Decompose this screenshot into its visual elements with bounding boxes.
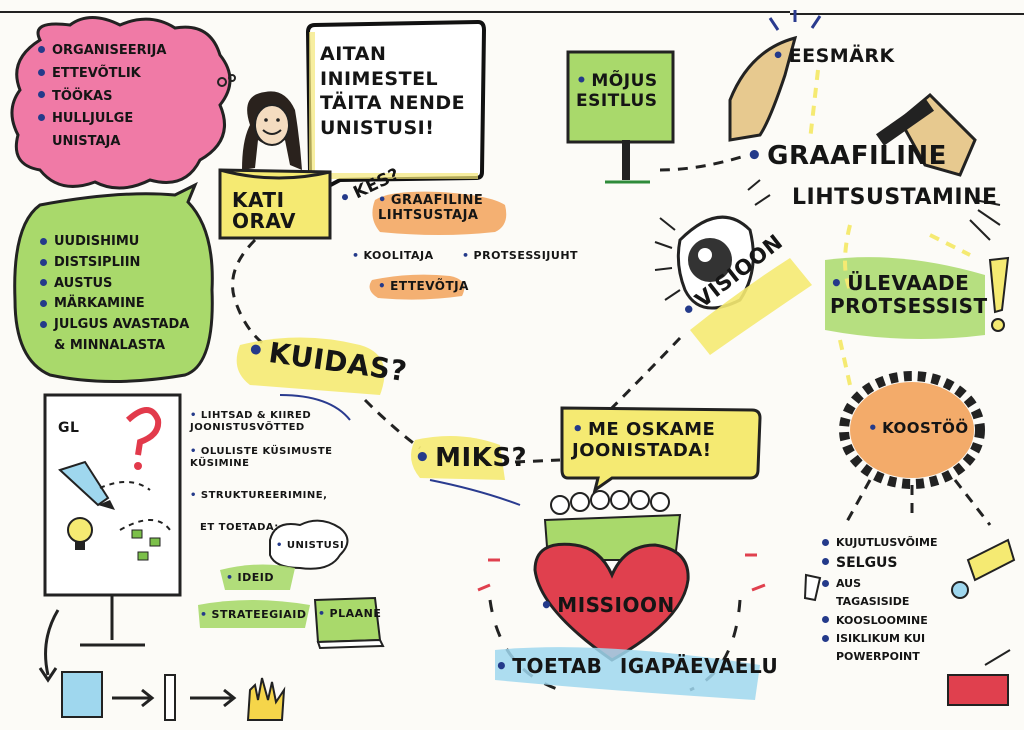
method-item: OLULISTE KÜSIMUSTE KÜSIMINE: [190, 446, 340, 469]
support-plans: PLAANE: [318, 607, 381, 621]
graafiline-label: GRAAFILINE: [746, 141, 947, 172]
support-dreams: UNISTUSI: [276, 540, 344, 552]
value-item: AUSTUS: [40, 274, 204, 295]
trait-item: ETTEVÕTLIK: [38, 63, 182, 86]
values-list: UUDISHIMU DISTSIPLIIN AUSTUS MÄRKAMINE J…: [40, 232, 204, 357]
role-entrepreneur: ETTEVÕTJA: [378, 279, 469, 294]
method-item: LIHTSAD & KIIRED JOONISTUSVÕTTED: [190, 410, 340, 433]
method-item: STRUKTUREERIMINE,: [190, 490, 327, 502]
benefit-item: AUS TAGASISIDE: [822, 575, 931, 611]
kati-avatar: [242, 91, 302, 170]
flipchart-drawing: [43, 393, 182, 647]
impact-sign-text: MÕJUS ESITLUS: [576, 71, 671, 111]
support-intro: ET TOETADA:: [200, 522, 279, 533]
board-label: GL: [58, 420, 80, 436]
value-item: UUDISHIMU: [40, 232, 204, 253]
ylevaade-label: ÜLEVAADE PROTSESSIST: [830, 272, 987, 318]
benefit-item: SELGUS: [822, 552, 956, 575]
missioon-label: MISSIOON: [540, 594, 675, 617]
benefit-item: KUJUTLUSVÕIME: [822, 534, 956, 552]
benefit-item: KOOSLOOMINE: [822, 612, 956, 630]
traits-cloud: [10, 16, 236, 190]
traits-list: ORGANISEERIJA ETTEVÕTLIK TÖÖKAS HULLJULG…: [38, 40, 182, 154]
value-item: MÄRKAMINE: [40, 294, 204, 315]
miks-label: MIKS?: [414, 443, 527, 474]
name-label: KATI ORAV: [232, 188, 297, 233]
benefit-item: ISIKLIKUM KUI POWERPOINT: [822, 630, 956, 666]
toetab-label: TOETAB IGAPÄEVAELU: [495, 655, 778, 678]
quote-bubble: [305, 19, 487, 201]
trait-item: TÖÖKAS: [38, 86, 182, 109]
value-item: JULGUS AVASTADA & MINNALASTA: [40, 315, 204, 357]
trait-item: HULLJULGE UNISTAJA: [38, 108, 182, 154]
role-graphic: GRAAFILINE LIHTSUSTAJA: [378, 193, 498, 224]
values-bubble: [13, 181, 214, 383]
name-banner: [218, 168, 332, 240]
trait-item: ORGANISEERIJA: [38, 40, 182, 63]
koostoo-label: KOOSTÖÖ: [868, 419, 969, 437]
quote-text: AITAN INIMESTEL TÄITA NENDE UNISTUSI!: [320, 43, 466, 140]
eesmark-label: EESMÄRK: [772, 45, 895, 68]
benefits-list: KUJUTLUSVÕIME SELGUS AUS TAGASISIDE KOOS…: [822, 534, 956, 666]
role-trainer: KOOLITAJA: [352, 249, 434, 263]
support-strategies: STRATEEGIAID: [200, 608, 306, 622]
lihtsustamine-label: LIHTSUSTAMINE: [792, 185, 998, 210]
skills-text: ME OSKAME JOONISTADA!: [572, 419, 757, 461]
role-process: PROTSESSIJUHT: [462, 249, 578, 263]
value-item: DISTSIPLIIN: [40, 253, 204, 274]
support-ideas: IDEID: [226, 571, 274, 585]
